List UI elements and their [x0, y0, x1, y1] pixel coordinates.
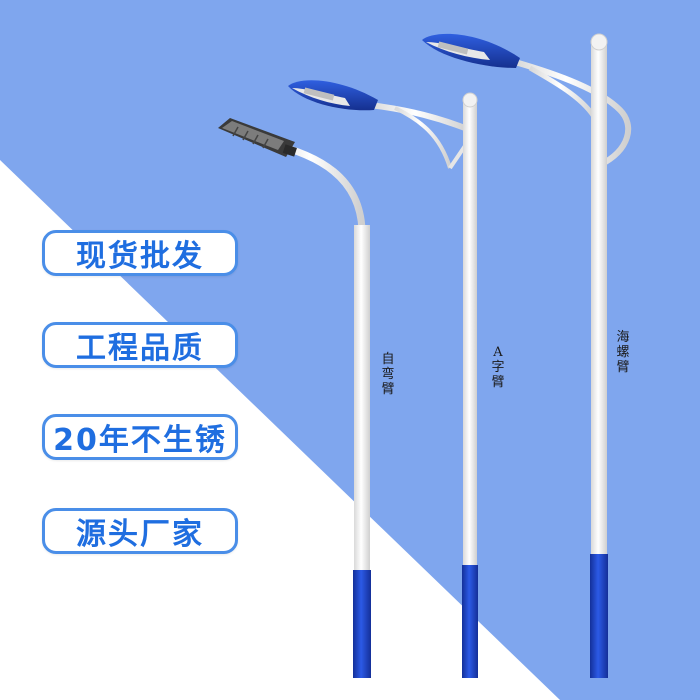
- pole-self-bend-arm: [218, 118, 371, 678]
- pole-conch-arm: [422, 33, 632, 678]
- blue-cobra-head-lamp: [422, 33, 520, 68]
- feature-badge-factory-direct: 源头厂家: [42, 508, 238, 554]
- feature-badge-stock-wholesale: 现货批发: [42, 230, 238, 276]
- pole-label-conch: 海螺臂: [616, 330, 630, 375]
- feature-label: 工程品质: [76, 331, 204, 366]
- feature-label: 20年不生锈: [53, 423, 227, 458]
- pole-label-a-frame: A字臂: [491, 345, 505, 390]
- feature-badge-engineering-quality: 工程品质: [42, 322, 238, 368]
- led-module-lamp: [218, 118, 297, 157]
- pole-label-self-bend: 自弯臂: [381, 352, 395, 397]
- pole-a-frame-arm: [288, 80, 478, 678]
- feature-label: 现货批发: [76, 239, 204, 274]
- feature-badge-rust-free: 20年不生锈: [42, 414, 238, 460]
- blue-cobra-head-lamp: [288, 80, 378, 111]
- feature-label: 源头厂家: [76, 517, 204, 552]
